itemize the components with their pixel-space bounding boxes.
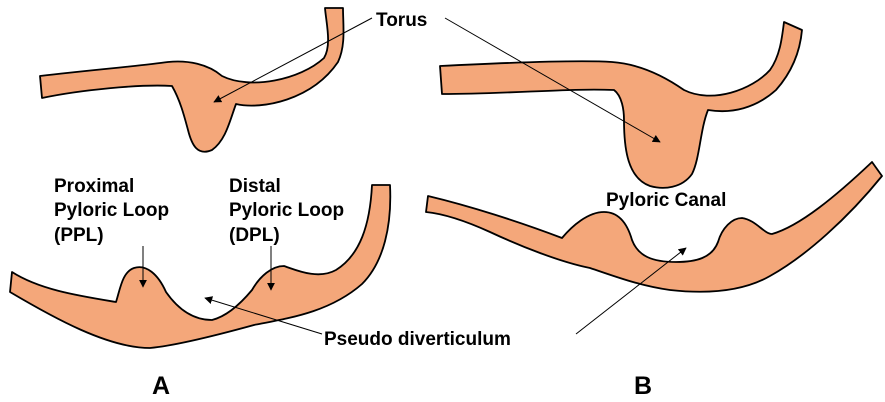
panel-a-torus-shape — [40, 8, 344, 152]
ppl-label-line3: (PPL) — [54, 225, 104, 246]
dpl-label-line2: Pyloric Loop — [229, 200, 344, 221]
panel-a-label: A — [152, 372, 170, 400]
panel-b-label: B — [634, 372, 652, 400]
pyloric-canal-label: Pyloric Canal — [606, 190, 726, 211]
pseudo-diverticulum-label: Pseudo diverticulum — [324, 329, 511, 350]
dpl-label-line1: Distal — [229, 176, 281, 197]
dpl-label-line3: (DPL) — [229, 225, 280, 246]
torus-label: Torus — [376, 10, 427, 31]
ppl-label-line2: Pyloric Loop — [54, 200, 169, 221]
ppl-label-line1: Proximal — [54, 176, 134, 197]
